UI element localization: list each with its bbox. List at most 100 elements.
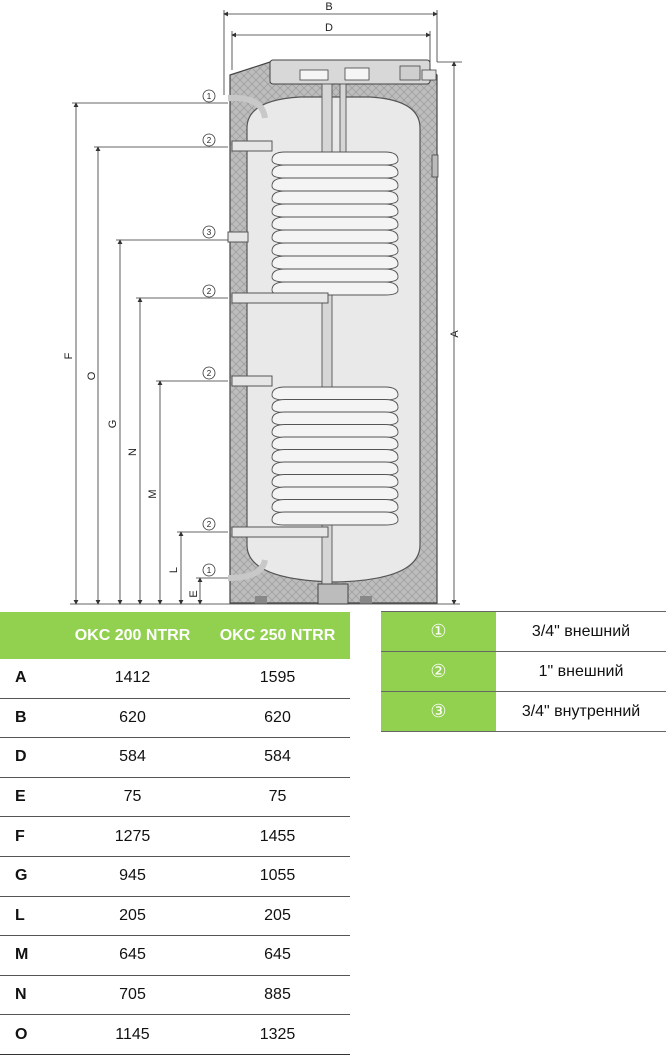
header-okc-200: OKC 200 NTRR (60, 612, 205, 659)
header-key (0, 612, 60, 659)
row-key: G (0, 856, 60, 897)
row-key: D (0, 737, 60, 778)
connection-marker: 2 (202, 284, 216, 298)
side-port (431, 154, 439, 178)
legend-symbol: ③ (381, 691, 496, 732)
dim-label-b: B (325, 1, 332, 13)
coil-loop (271, 399, 399, 413)
svg-text:2: 2 (207, 287, 212, 296)
okc-200-value: 645 (60, 935, 205, 976)
coil-loop (271, 411, 399, 426)
svg-text:3: 3 (207, 228, 212, 237)
svg-text:2: 2 (207, 520, 212, 529)
okc-250-value: 584 (205, 737, 350, 778)
row-key: E (0, 777, 60, 818)
coil-loop (271, 177, 399, 192)
dim-label-d: D (325, 22, 333, 34)
upper-heat-exchanger-coil (271, 151, 399, 296)
coil-loop (271, 203, 399, 218)
legend-description: 1" внешний (496, 651, 666, 692)
okc-200-value: 1275 (60, 816, 205, 857)
okc-200-value: 620 (60, 698, 205, 739)
dim-label-e: E (188, 590, 200, 597)
okc-250-value: 205 (205, 896, 350, 937)
connection-marker: 1 (202, 563, 216, 577)
dim-label-a: A (449, 330, 461, 338)
row-key: M (0, 935, 60, 976)
lower-heat-exchanger-coil (271, 386, 399, 526)
okc-250-value: 1055 (205, 856, 350, 897)
control-head (269, 59, 437, 85)
coil-pipes (227, 94, 329, 581)
okc-200-value: 705 (60, 975, 205, 1016)
row-key: B (0, 698, 60, 739)
tank-base (255, 583, 372, 605)
dimension-labels: B D A F O G N M L E (63, 1, 461, 598)
legend-symbol: ② (381, 651, 496, 692)
okc-250-value: 885 (205, 975, 350, 1016)
connection-marker: 2 (202, 517, 216, 531)
svg-text:2: 2 (207, 369, 212, 378)
coil-loop (271, 242, 399, 257)
legend-description: 3/4" внутренний (496, 691, 666, 732)
dim-label-m: M (147, 489, 159, 498)
legend-symbol: ① (381, 611, 496, 652)
row-key: N (0, 975, 60, 1016)
svg-text:2: 2 (207, 136, 212, 145)
coil-loop (271, 474, 399, 488)
coil-loop (271, 511, 399, 526)
row-key: F (0, 816, 60, 857)
svg-text:1: 1 (207, 566, 212, 575)
okc-200-value: 945 (60, 856, 205, 897)
okc-250-value: 75 (205, 777, 350, 818)
row-key: L (0, 896, 60, 937)
coil-loop (271, 255, 399, 270)
coil-loop (271, 436, 399, 451)
coil-loop (271, 386, 399, 401)
dim-label-g: G (107, 420, 119, 429)
okc-250-value: 1595 (205, 659, 350, 699)
connection-marker: 2 (202, 366, 216, 380)
coil-loop (271, 151, 399, 166)
coil-loop (271, 229, 399, 244)
coil-loop (271, 216, 399, 231)
coil-loop (271, 190, 399, 205)
dim-label-n: N (127, 448, 139, 456)
dim-label-f: F (63, 352, 75, 359)
row-key: O (0, 1014, 60, 1055)
dimensions-table-header: OKC 200 NTRR OKC 250 NTRR (0, 612, 350, 659)
okc-200-value: 584 (60, 737, 205, 778)
coil-loop (271, 461, 399, 476)
okc-250-value: 1455 (205, 816, 350, 857)
coil-loop (271, 164, 399, 179)
okc-250-value: 620 (205, 698, 350, 739)
header-okc-250: OKC 250 NTRR (205, 612, 350, 659)
svg-text:1: 1 (207, 92, 212, 101)
okc-200-value: 1412 (60, 659, 205, 699)
coil-loop (271, 449, 399, 463)
coil-loop (271, 499, 399, 513)
okc-250-value: 645 (205, 935, 350, 976)
row-key: A (0, 659, 60, 699)
connection-marker: 1 (202, 89, 216, 103)
connection-marker: 3 (202, 225, 216, 239)
coil-loop (271, 486, 399, 501)
coil-loop (271, 268, 399, 283)
dim-label-l: L (168, 567, 180, 573)
okc-250-value: 1325 (205, 1014, 350, 1055)
connection-marker: 2 (202, 133, 216, 147)
